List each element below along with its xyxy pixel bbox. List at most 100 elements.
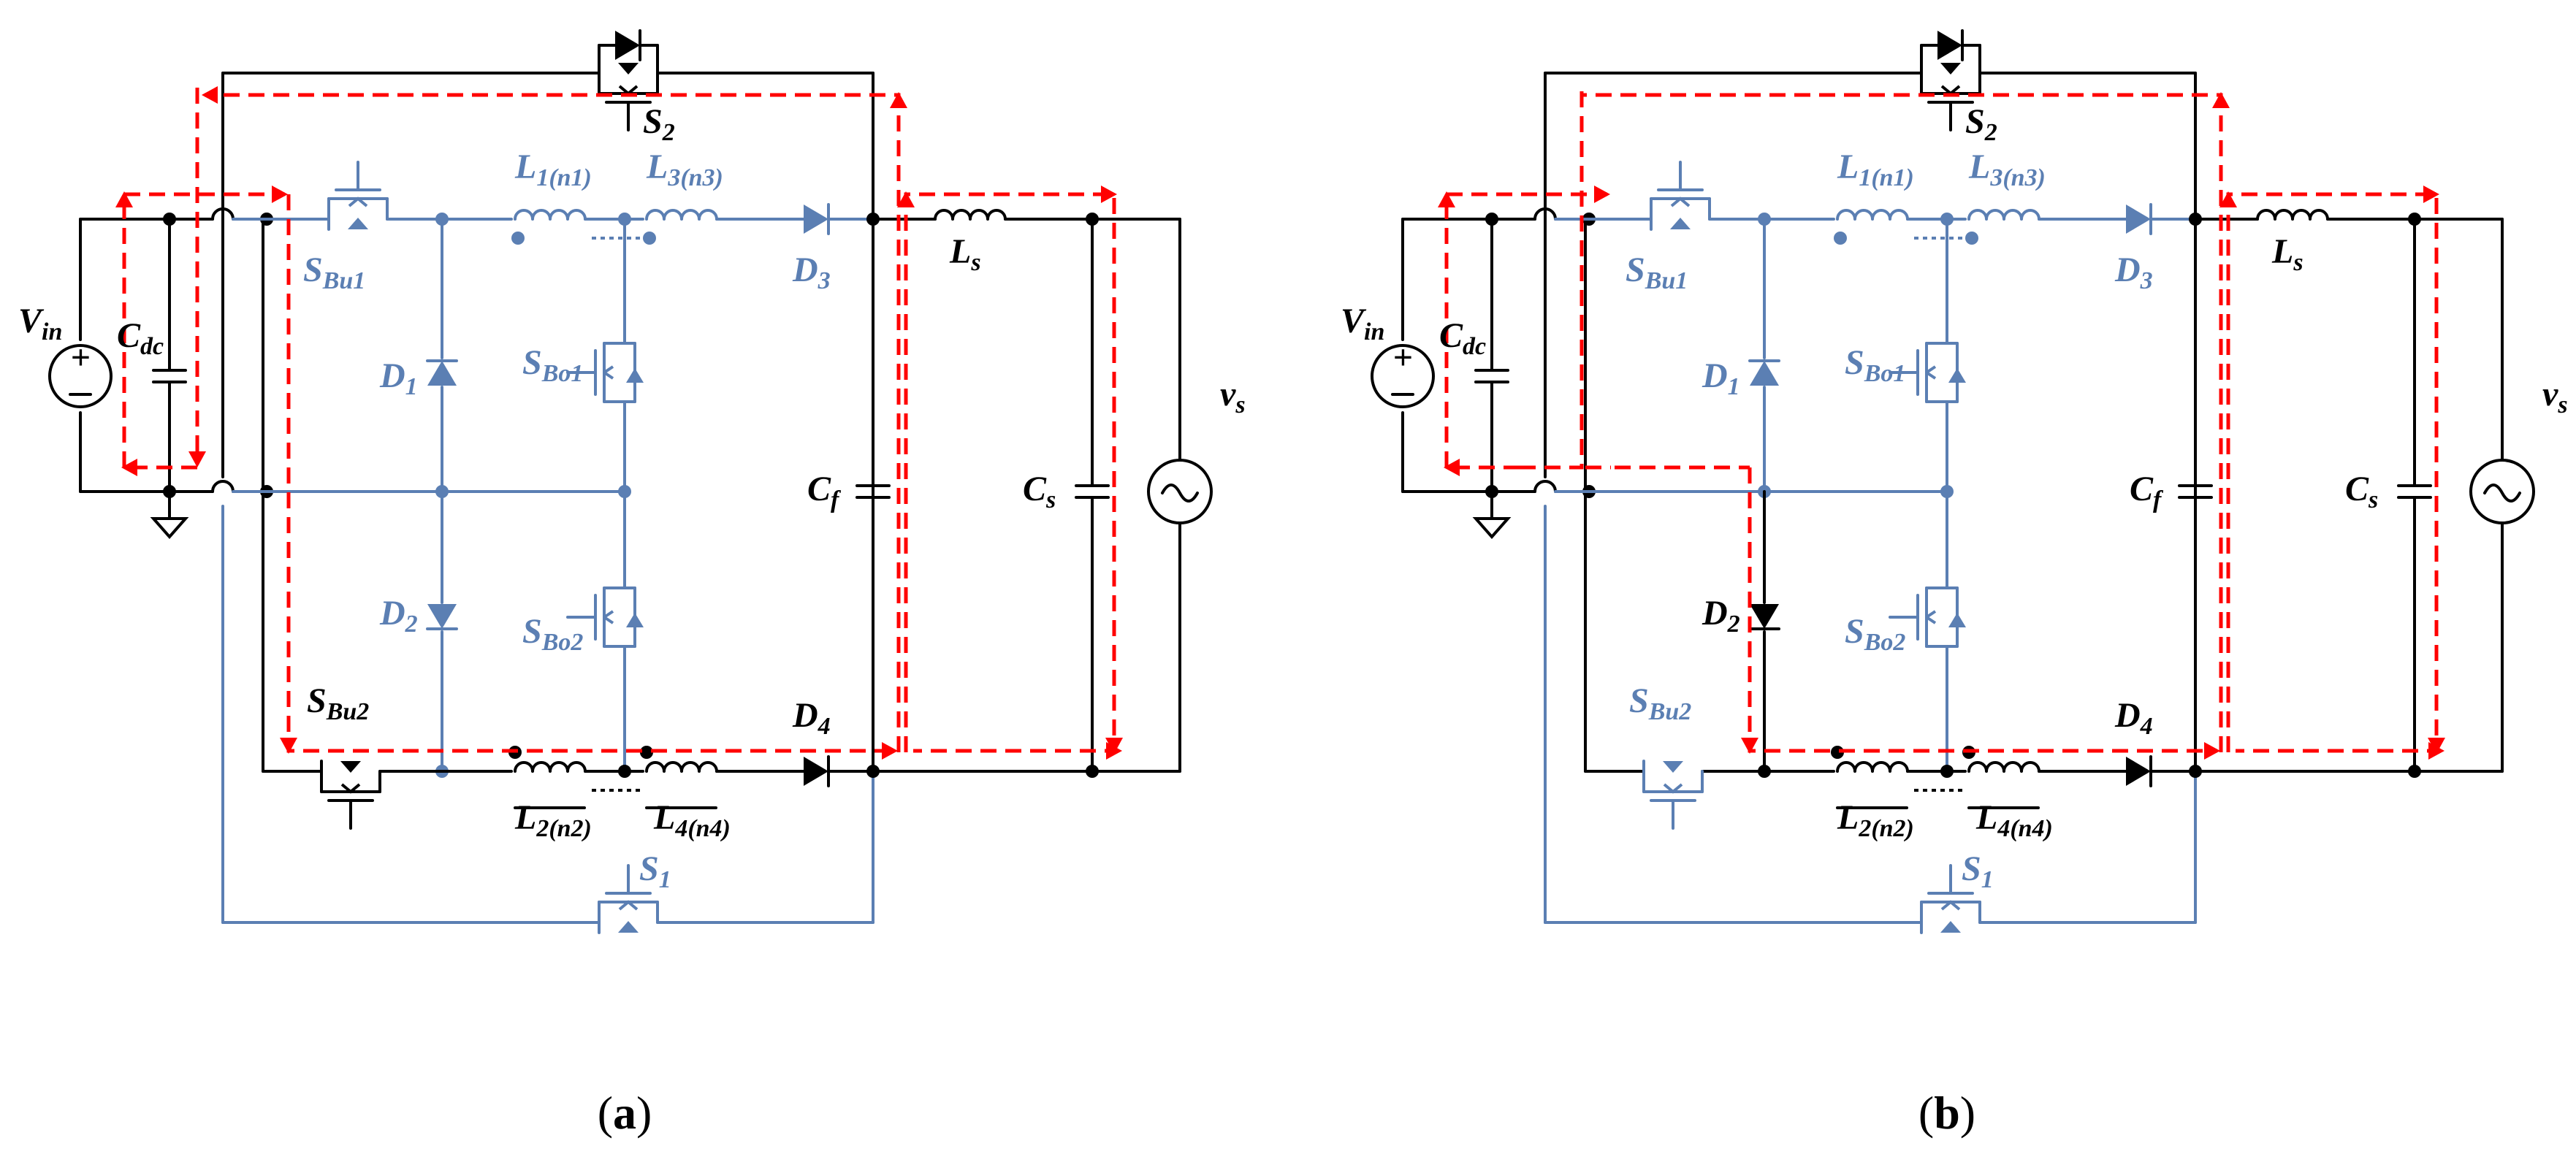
circuit-panel-a: +S2S1L1(n1)L3(n3)L2(n2)L4(n4)LsSBu1SBu2S… [18,29,1246,934]
label-vs: vs [1220,375,1246,419]
current-path-input [122,192,285,467]
current-arrow [1101,186,1117,203]
label-d1: D1 [379,356,418,400]
label-ls: Ls [949,232,981,276]
label-sbu2: SBu2 [307,681,369,725]
s1-switch-arrow [618,900,639,911]
label-l4: L4(n4) [653,798,731,842]
sbo2-switch-diode [1948,613,1966,627]
label-cs: Cs [2345,470,2378,513]
current-arrow [272,186,288,203]
current-arrow [2212,92,2230,108]
label-l2: L2(n2) [1837,798,1914,842]
current-arrow [897,191,915,207]
current-arrow [115,191,133,207]
label-l3: L3(n3) [1968,148,2046,191]
current-arrow [1444,459,1460,476]
ground-icon [150,517,189,540]
d2-diode [427,604,457,629]
label-l2: L2(n2) [514,798,592,842]
current-arrow [2204,742,2220,760]
s2-switch-diode [618,63,639,74]
sine-icon [2483,484,2521,503]
label-l1: L1(n1) [514,148,592,191]
label-vs: vs [2542,375,2568,419]
l3-inductor [645,209,718,221]
s1-switch-diode [618,921,639,933]
sbu2-switch-arrow [1663,783,1683,794]
junction-dot [511,232,525,245]
wire-hop [1533,480,1557,493]
label-sbu2: SBu2 [1629,681,1691,725]
sbo2-switch-diode [626,613,644,627]
junction-dot [1834,232,1847,245]
junction-dot [163,213,176,226]
wire-hop [1533,207,1557,221]
label-d4: D4 [2114,696,2153,740]
current-arrow [1106,742,1122,760]
label-cs: Cs [1023,470,1056,513]
label-vin: Vin [18,302,62,345]
sbu1-switch-arrow [1670,196,1691,207]
label-d1: D1 [1702,356,1740,400]
label-cdc: Cdc [117,316,164,360]
d3-diode [2126,205,2151,234]
junction-dot [1758,213,1771,226]
label-ls: Ls [2271,232,2303,276]
label-l3: L3(n3) [646,148,723,191]
label-d3: D3 [792,251,831,294]
label-vin: Vin [1341,302,1384,345]
junction-dot [1940,765,1954,778]
junction-dot [640,746,653,759]
label-sbo2: SBo2 [1845,612,1905,656]
current-arrow [890,92,907,108]
label-s1: S1 [1962,849,1994,893]
label-sbo1: SBo1 [522,343,583,387]
l4-inductor [1967,761,2040,773]
current-arrow [2423,186,2439,203]
current-arrow [882,742,898,760]
s1-switch-diode [1940,921,1961,933]
junction-dot [435,213,449,226]
current-arrow [280,738,297,754]
junction-dot [1965,232,1978,245]
label-sbu1: SBu1 [1626,251,1688,294]
plus-sign: + [1392,338,1412,377]
plus-sign: + [70,338,90,377]
current-arrow [188,451,206,467]
s1-switch-arrow [1940,900,1961,911]
sbu2-switch-diode [340,761,361,773]
ls-inductor [2256,209,2329,221]
label-l4: L4(n4) [1975,798,2053,842]
label-sbo2: SBo2 [522,612,583,656]
current-path-main [1748,467,2217,753]
l3-inductor [1967,209,2040,221]
s2-body-diode [1937,31,1962,60]
current-arrow [202,86,218,104]
ls-inductor [934,209,1007,221]
label-s1: S1 [639,849,671,893]
sbo2-switch-arrow [603,610,614,624]
wire-hop [211,480,235,493]
d3-diode [804,205,828,234]
label-d2: D2 [379,594,418,638]
ground-icon [1472,517,1512,540]
label-cf: Cf [807,470,842,513]
l4-inductor [645,761,718,773]
sbu1-switch-arrow [348,196,368,207]
current-path-output [904,192,1116,753]
sbo1-switch-arrow [603,365,614,380]
sbo2-switch-arrow [1925,610,1937,624]
current-arrow [121,459,137,476]
current-arrow [2428,742,2444,760]
sbu2-switch-diode [1663,761,1683,773]
l1-inductor [514,209,587,221]
label-sbu1: SBu1 [303,251,365,294]
sbu2-switch-arrow [340,783,361,794]
d2-diode [1750,604,1779,629]
label-cf: Cf [2130,470,2164,513]
label-cdc: Cdc [1439,316,1486,360]
current-arrow [2219,191,2237,207]
junction-dot [618,765,631,778]
